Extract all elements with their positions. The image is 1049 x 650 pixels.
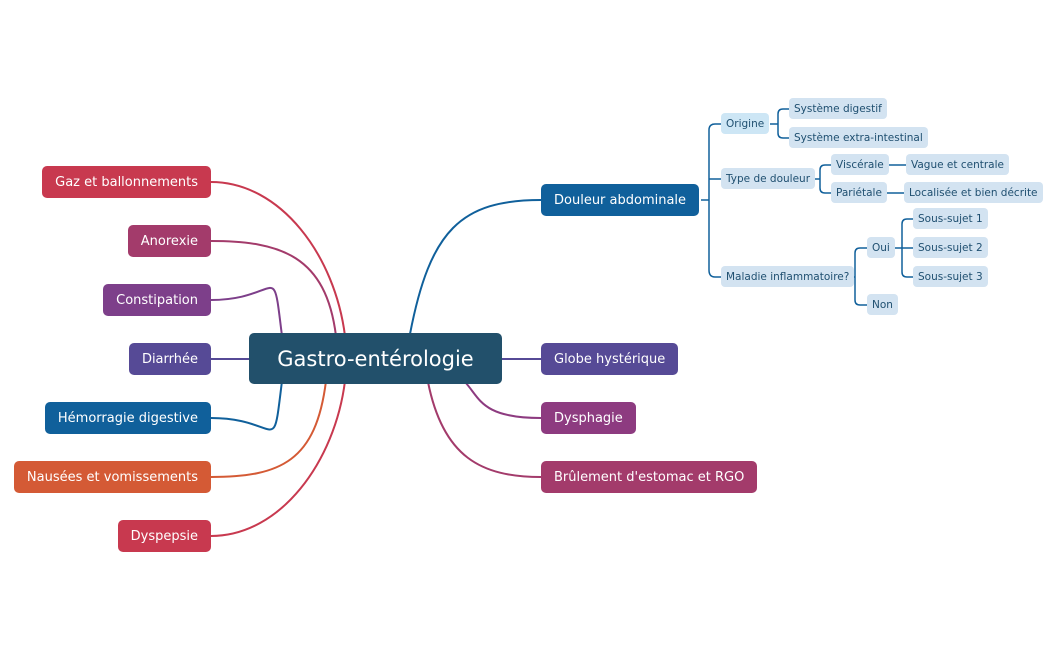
link-maladie (708, 269, 721, 278)
link-systeme-extra (777, 124, 789, 139)
topic-gaz-ballonnements[interactable]: Gaz et ballonnements (42, 166, 211, 198)
subtopic-sous-sujet-3[interactable]: Sous-sujet 3 (913, 266, 988, 287)
subtopic-systeme-digestif[interactable]: Système digestif (789, 98, 887, 119)
topic-constipation[interactable]: Constipation (103, 284, 211, 316)
link-left-6 (210, 380, 346, 537)
link-origine (708, 123, 721, 131)
link-left-1 (210, 240, 337, 337)
link-left-4 (210, 380, 283, 431)
link-sous-1 (901, 218, 913, 248)
subtopic-localisee[interactable]: Localisée et bien décrite (904, 182, 1043, 203)
link-right-3 (427, 381, 542, 478)
link-left-0 (210, 181, 346, 337)
subtopic-origine[interactable]: Origine (721, 113, 770, 134)
link-viscerale (819, 164, 831, 179)
subtopic-viscerale[interactable]: Viscérale (831, 154, 889, 175)
topic-dyspepsie[interactable]: Dyspepsie (117, 520, 211, 552)
subtopic-oui[interactable]: Oui (867, 237, 895, 258)
link-right-0 (409, 199, 542, 335)
subtopic-non[interactable]: Non (867, 294, 898, 315)
topic-diarrhee[interactable]: Diarrhée (128, 343, 211, 375)
link-left-5 (210, 380, 327, 478)
link-left-2 (210, 287, 283, 337)
topic-hemorragie-digestive[interactable]: Hémorragie digestive (44, 402, 211, 434)
topic-globe-hysterique[interactable]: Globe hystérique (541, 343, 679, 375)
subtopic-type-de-douleur[interactable]: Type de douleur (721, 168, 816, 189)
subtopic-maladie-inflammatoire[interactable]: Maladie inflammatoire? (721, 266, 855, 287)
subtopic-systeme-extra-intestinal[interactable]: Système extra-intestinal (789, 127, 928, 148)
topic-brulement-estomac-rgo[interactable]: Brûlement d'estomac et RGO (541, 461, 758, 493)
topic-douleur-abdominale[interactable]: Douleur abdominale (541, 184, 700, 216)
link-parietale (819, 179, 831, 194)
link-right-2 (464, 381, 542, 419)
subtopic-sous-sujet-1[interactable]: Sous-sujet 1 (913, 208, 988, 229)
link-oui (854, 247, 867, 277)
link-systeme-digestif (777, 108, 789, 124)
link-non (854, 277, 867, 306)
central-topic[interactable]: Gastro-entérologie (249, 333, 502, 384)
subtopic-parietale[interactable]: Pariétale (831, 182, 887, 203)
topic-nausees-vomissements[interactable]: Nausées et vomissements (13, 461, 211, 493)
topic-anorexie[interactable]: Anorexie (127, 225, 211, 257)
link-sous-3 (901, 248, 913, 278)
subtopic-vague-centrale[interactable]: Vague et centrale (906, 154, 1009, 175)
subtopic-sous-sujet-2[interactable]: Sous-sujet 2 (913, 237, 988, 258)
topic-dysphagie[interactable]: Dysphagie (541, 402, 636, 434)
